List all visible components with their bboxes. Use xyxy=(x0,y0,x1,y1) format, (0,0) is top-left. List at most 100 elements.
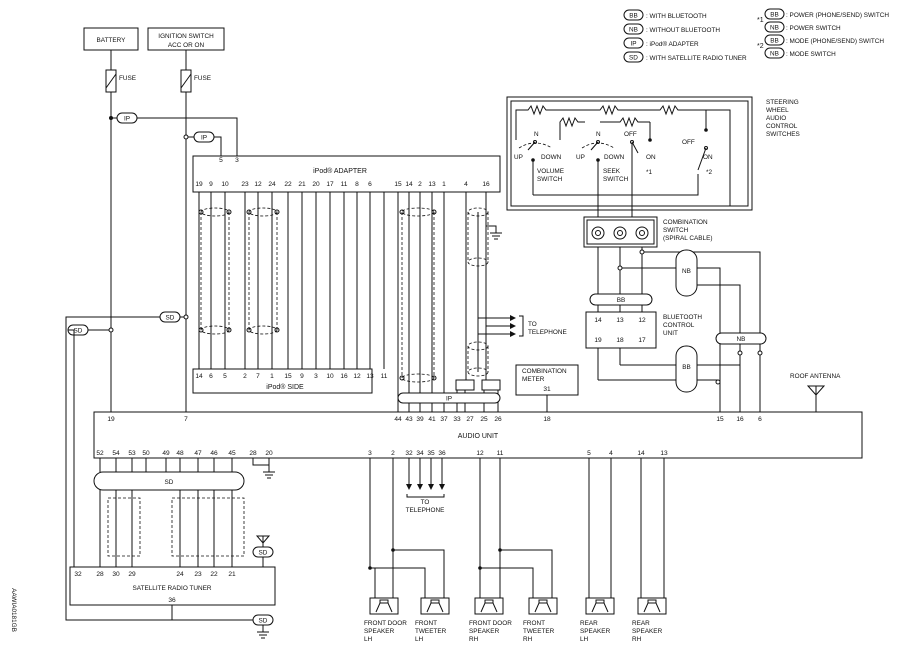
side-pin: 9 xyxy=(300,373,304,380)
svg-text:N: N xyxy=(534,131,539,138)
svg-text:BLUETOOTH: BLUETOOTH xyxy=(663,314,702,321)
adapter-pin: 21 xyxy=(298,181,306,188)
svg-text:LH: LH xyxy=(415,636,424,643)
side-pin: 6 xyxy=(209,373,213,380)
ipod-adapter-title: iPod® ADAPTER xyxy=(313,167,367,175)
adapter-pin: 20 xyxy=(312,181,320,188)
svg-text:SD: SD xyxy=(629,55,638,62)
svg-text:NB: NB xyxy=(770,25,779,32)
audio-top-pin: 26 xyxy=(494,416,502,423)
steering-switches: STEERING WHEEL AUDIO CONTROL SWITCHES UP… xyxy=(506,96,800,226)
svg-text:*1: *1 xyxy=(646,169,652,176)
svg-text:AUDIO: AUDIO xyxy=(766,115,786,122)
svg-text:12: 12 xyxy=(638,317,646,324)
audio-bottom-pin: 48 xyxy=(176,450,184,457)
combination-meter: COMBINATION METER 31 xyxy=(515,364,579,412)
sd-bus: SD xyxy=(93,471,245,491)
audio-bottom-pin: 47 xyxy=(194,450,202,457)
svg-text:TWEETER: TWEETER xyxy=(415,628,447,635)
svg-text:18: 18 xyxy=(616,337,624,344)
to-telephone-upper: TO TELEPHONE xyxy=(478,315,567,337)
svg-text:IP: IP xyxy=(630,41,636,48)
svg-text:N: N xyxy=(596,131,601,138)
side-pin: 12 xyxy=(353,373,361,380)
bluetooth-control-unit: 14 13 12 19 18 17 BLUETOOTH CONTROL UNIT xyxy=(585,311,702,349)
svg-text:NB: NB xyxy=(770,51,779,58)
audio-unit-title: AUDIO UNIT xyxy=(458,433,499,440)
audio-bottom-pin: 54 xyxy=(112,450,120,457)
diagram-code: AAWIA0181GB xyxy=(10,588,17,632)
fuse-label-ignition: FUSE xyxy=(194,75,211,82)
audio-top-pin: 27 xyxy=(466,416,474,423)
svg-text:: iPod® ADAPTER: : iPod® ADAPTER xyxy=(646,40,699,48)
adapter-pin: 9 xyxy=(209,181,213,188)
svg-text:TO: TO xyxy=(528,321,537,328)
audio-top-pin: 44 xyxy=(394,416,402,423)
svg-text:36: 36 xyxy=(168,597,176,604)
adapter-pin: 14 xyxy=(405,181,413,188)
bb-lower: BB xyxy=(675,345,698,393)
svg-text:SD: SD xyxy=(166,315,175,322)
adapter-pin: 11 xyxy=(341,181,348,188)
tuner-pin: 32 xyxy=(74,571,82,578)
ipod-side-title: iPod® SIDE xyxy=(266,383,304,391)
svg-text:REAR: REAR xyxy=(632,620,650,627)
svg-text:: WITH SATELLITE RADIO TUNER: : WITH SATELLITE RADIO TUNER xyxy=(646,55,747,62)
side-pin: 11 xyxy=(381,373,388,380)
audio-bottom-pin: 49 xyxy=(162,450,170,457)
audio-bottom-pin: 34 xyxy=(416,450,424,457)
svg-text:UP: UP xyxy=(576,154,585,161)
svg-text:SD: SD xyxy=(165,479,174,486)
svg-text:17: 17 xyxy=(638,337,646,344)
adapter-pin: 22 xyxy=(284,181,292,188)
svg-text:IP: IP xyxy=(201,135,207,142)
svg-text:BB: BB xyxy=(770,12,779,19)
svg-text:RH: RH xyxy=(632,636,642,643)
adapter-pin: 2 xyxy=(418,181,422,188)
svg-text:LH: LH xyxy=(580,636,589,643)
adapter-pin: 4 xyxy=(464,181,468,188)
svg-text:FRONT: FRONT xyxy=(415,620,437,627)
legend-star-bb1: BB: POWER (PHONE/SEND) SWITCH xyxy=(764,8,889,20)
adapter-pin: 15 xyxy=(394,181,402,188)
audio-top-pin: 43 xyxy=(405,416,413,423)
svg-text:VOLUME: VOLUME xyxy=(537,168,564,175)
svg-text:UNIT: UNIT xyxy=(663,330,678,337)
audio-bottom-pin: 32 xyxy=(405,450,413,457)
legend-star1-mark: *1 xyxy=(757,17,764,24)
svg-text:FRONT DOOR: FRONT DOOR xyxy=(469,620,512,627)
ground-icon xyxy=(488,225,502,240)
bb-upper: BB xyxy=(589,293,653,306)
svg-text:ROOF ANTENNA: ROOF ANTENNA xyxy=(790,373,841,380)
svg-text:BB: BB xyxy=(682,364,691,371)
svg-text:TELEPHONE: TELEPHONE xyxy=(528,329,567,336)
audio-bottom-pin: 13 xyxy=(660,450,668,457)
audio-bottom-pin: 11 xyxy=(497,450,504,457)
audio-bottom-pin: 20 xyxy=(265,450,273,457)
svg-text:TELEPHONE: TELEPHONE xyxy=(406,507,445,514)
svg-text:: MODE (PHONE/SEND) SWITCH: : MODE (PHONE/SEND) SWITCH xyxy=(786,38,884,45)
adapter-pin: 13 xyxy=(428,181,436,188)
svg-text:SWITCHES: SWITCHES xyxy=(766,131,800,138)
tuner-pin: 24 xyxy=(176,571,184,578)
adapter-pin: 16 xyxy=(482,181,490,188)
ground-audio xyxy=(252,458,275,479)
svg-text:: MODE SWITCH: : MODE SWITCH xyxy=(786,51,836,58)
nb-upper: NB xyxy=(675,249,698,297)
ignition-label-1: IGNITION SWITCH xyxy=(158,33,214,40)
svg-text:RH: RH xyxy=(469,636,479,643)
svg-text:SWITCH: SWITCH xyxy=(537,176,563,183)
svg-text:SWITCH: SWITCH xyxy=(603,176,629,183)
roof-antenna: ROOF ANTENNA xyxy=(790,373,841,412)
svg-text:: WITHOUT BLUETOOTH: : WITHOUT BLUETOOTH xyxy=(646,27,720,34)
tuner-pin: 22 xyxy=(210,571,218,578)
side-pin: 7 xyxy=(256,373,260,380)
audio-bottom-pin: 5 xyxy=(587,450,591,457)
svg-text:19: 19 xyxy=(594,337,602,344)
adapter-pin: 1 xyxy=(442,181,446,188)
